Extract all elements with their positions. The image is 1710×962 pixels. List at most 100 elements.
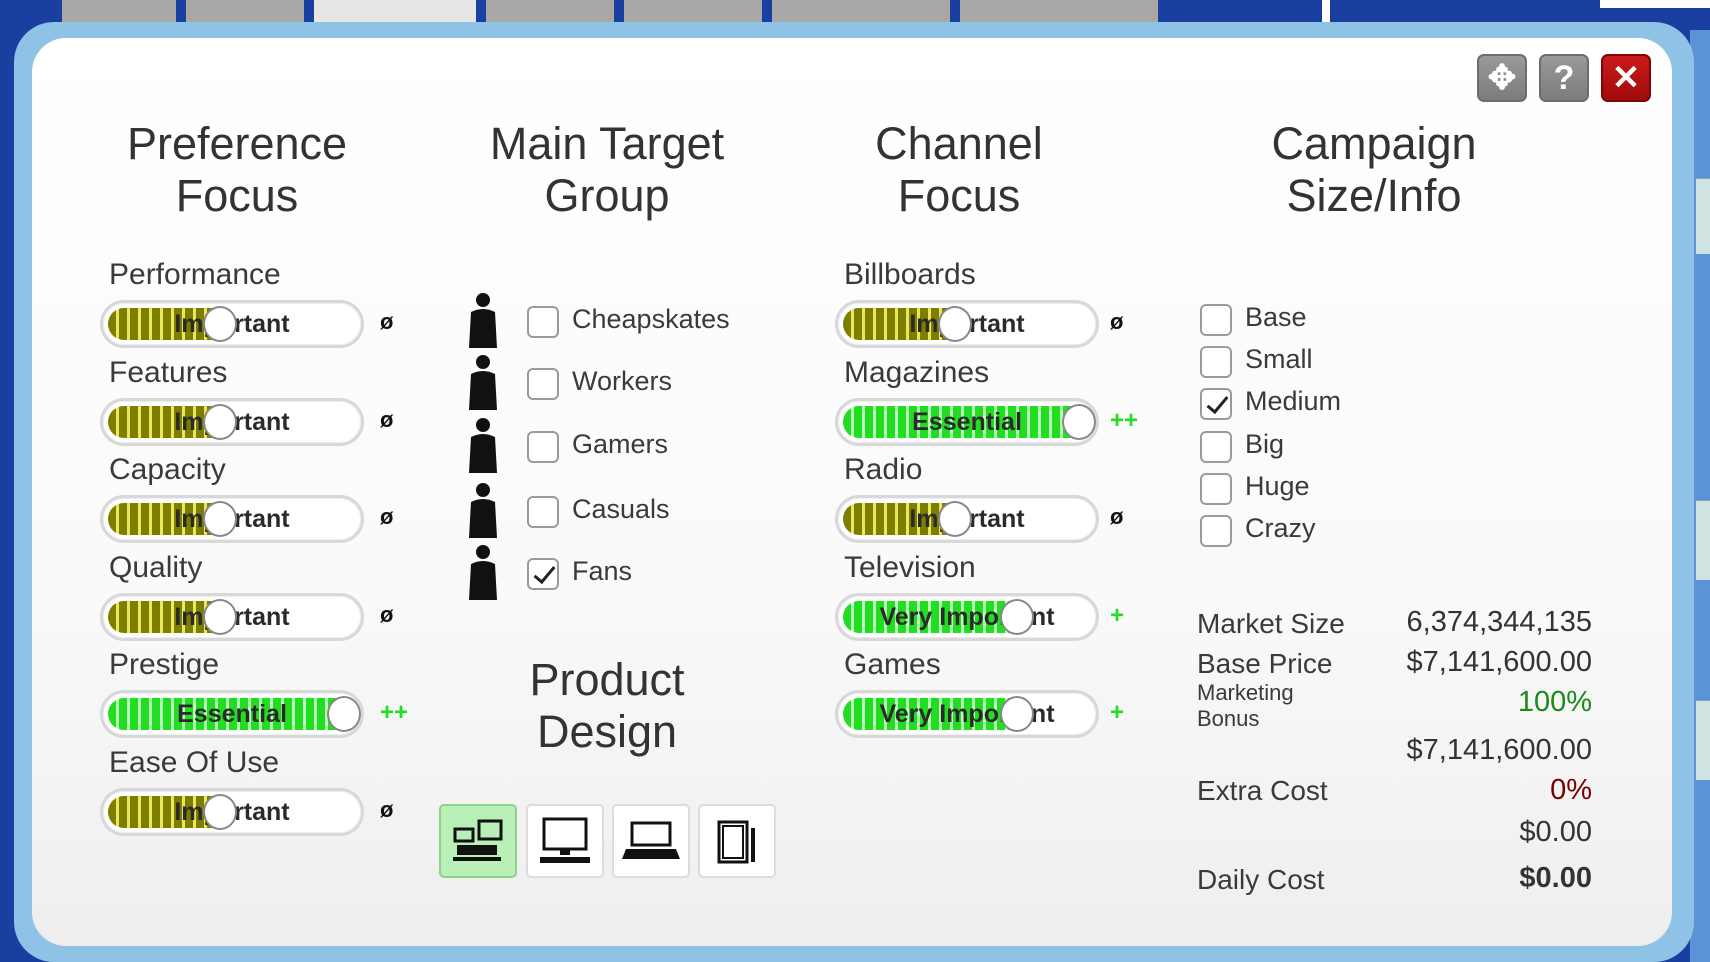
preference-quality-fill (108, 600, 220, 633)
preference-quality-marker: ø (380, 601, 394, 627)
preference-prestige-slider[interactable]: Essential (100, 690, 364, 738)
preference-ease-of-use-slider[interactable]: Important (100, 787, 364, 836)
casuals-label[interactable]: Casuals (572, 494, 670, 524)
size-small-checkbox[interactable] (1200, 346, 1232, 379)
channel-television-label: Television (844, 550, 976, 584)
channel-games-marker: + (1110, 699, 1125, 726)
base-price-label: Base Price (1197, 648, 1333, 679)
channel-radio-fill (843, 503, 955, 535)
size-medium-label[interactable]: Medium (1245, 386, 1342, 417)
fans-checkbox[interactable] (527, 558, 559, 590)
move-button[interactable]: ✥ (1477, 54, 1527, 102)
desktop-combo-design-button[interactable] (439, 804, 517, 878)
channel-games-slider[interactable]: Very Important (835, 690, 1099, 738)
campaign-size-info-title: Campaign Size/Info (1271, 118, 1477, 221)
preference-ease-of-use-marker: ø (380, 796, 394, 822)
laptop-design-button[interactable] (612, 804, 690, 878)
channel-radio-knob[interactable] (938, 501, 972, 537)
background-tab[interactable] (186, 0, 304, 24)
channel-billboards-fill (843, 308, 955, 340)
fans-label[interactable]: Fans (572, 556, 633, 586)
preference-quality-knob[interactable] (203, 598, 237, 635)
extra-cost-percent: 0% (1550, 774, 1592, 806)
preference-ease-of-use-knob[interactable] (203, 793, 237, 830)
daily-cost-label: Daily Cost (1197, 864, 1325, 895)
channel-games-knob[interactable] (1000, 696, 1034, 732)
preference-quality-label: Quality (109, 550, 203, 584)
gamers-label[interactable]: Gamers (572, 429, 669, 459)
background-divider (1322, 0, 1330, 26)
size-medium-checkbox[interactable] (1200, 388, 1232, 421)
size-huge-label[interactable]: Huge (1245, 470, 1310, 501)
channel-radio-slider[interactable]: Important (835, 495, 1099, 543)
size-base-checkbox[interactable] (1200, 304, 1232, 336)
preference-prestige-level: Essential (177, 700, 287, 728)
preference-quality-slider[interactable]: Important (100, 592, 364, 641)
gamers-checkbox[interactable] (527, 431, 559, 463)
channel-games-label: Games (844, 648, 941, 681)
preference-prestige-marker: ++ (380, 699, 409, 726)
size-big-checkbox[interactable] (1200, 430, 1232, 463)
preference-features-marker: ø (380, 406, 394, 432)
channel-radio-label: Radio (844, 453, 923, 486)
channel-television-knob[interactable] (1000, 598, 1034, 635)
marketing-bonus-label: Marketing Bonus (1197, 680, 1294, 731)
size-base-label[interactable]: Base (1245, 302, 1307, 332)
size-huge-checkbox[interactable] (1200, 472, 1232, 505)
extra-cost-value: $0.00 (1519, 816, 1592, 848)
casuals-checkbox[interactable] (527, 496, 559, 528)
channel-magazines-fill (843, 405, 1079, 438)
product-design-title: Product Design (529, 654, 685, 757)
preference-features-knob[interactable] (203, 403, 237, 440)
channel-magazines-level: Essential (912, 407, 1022, 436)
preference-performance-marker: ø (380, 309, 394, 334)
background-tab[interactable] (62, 0, 176, 24)
background-tab[interactable] (772, 0, 950, 24)
preference-prestige-fill (108, 698, 344, 730)
size-crazy-label[interactable]: Crazy (1245, 513, 1316, 543)
workers-label[interactable]: Workers (572, 366, 673, 396)
background-logo-fragment (1600, 0, 1710, 8)
channel-magazines-marker: ++ (1110, 406, 1139, 434)
channel-magazines-slider[interactable]: Essential (835, 397, 1099, 446)
marketing-bonus-percent: 100% (1517, 686, 1592, 718)
channel-television-marker: + (1110, 601, 1125, 629)
size-small-label[interactable]: Small (1245, 344, 1313, 375)
channel-magazines-knob[interactable] (1062, 403, 1096, 440)
preference-capacity-knob[interactable] (203, 501, 237, 537)
preference-capacity-label: Capacity (109, 453, 226, 486)
cheapskates-label[interactable]: Cheapskates (572, 304, 730, 334)
help-button[interactable]: ? (1539, 54, 1589, 102)
marketing-bonus-value: $7,141,600.00 (1406, 734, 1592, 766)
background-tab[interactable] (624, 0, 762, 24)
close-button[interactable]: ✕ (1601, 54, 1651, 102)
workers-checkbox[interactable] (527, 368, 559, 400)
channel-magazines-label: Magazines (844, 355, 990, 389)
size-big-label[interactable]: Big (1245, 428, 1285, 459)
background-tab[interactable] (486, 0, 614, 24)
background-panel-fragment (1696, 178, 1710, 254)
channel-television-slider[interactable]: Very Important (835, 592, 1099, 641)
desktop-pc-design-button[interactable] (526, 804, 604, 878)
channel-billboards-knob[interactable] (938, 306, 972, 342)
preference-performance-slider[interactable]: Important (100, 300, 364, 348)
channel-games-level: Very Important (879, 700, 1055, 728)
tablet-design-button[interactable] (698, 804, 776, 878)
background-tab[interactable] (314, 0, 476, 24)
preference-focus-title: Preference Focus (126, 118, 348, 221)
preference-capacity-slider[interactable]: Important (100, 495, 364, 543)
preference-performance-knob[interactable] (203, 306, 237, 342)
tablet-icon (717, 820, 755, 864)
preference-capacity-marker: ø (380, 504, 394, 529)
background-tab[interactable] (960, 0, 1158, 24)
cheapskates-checkbox[interactable] (527, 306, 559, 338)
preference-ease-of-use-fill (108, 795, 220, 828)
extra-cost-label: Extra Cost (1197, 775, 1328, 806)
preference-prestige-knob[interactable] (327, 696, 361, 732)
channel-billboards-slider[interactable]: Important (835, 300, 1099, 348)
desktop-pc-icon (540, 817, 590, 863)
preference-features-slider[interactable]: Important (100, 397, 364, 446)
background-panel-fragment (1696, 700, 1710, 780)
preference-ease-of-use-label: Ease Of Use (109, 745, 280, 779)
size-crazy-checkbox[interactable] (1200, 515, 1232, 547)
